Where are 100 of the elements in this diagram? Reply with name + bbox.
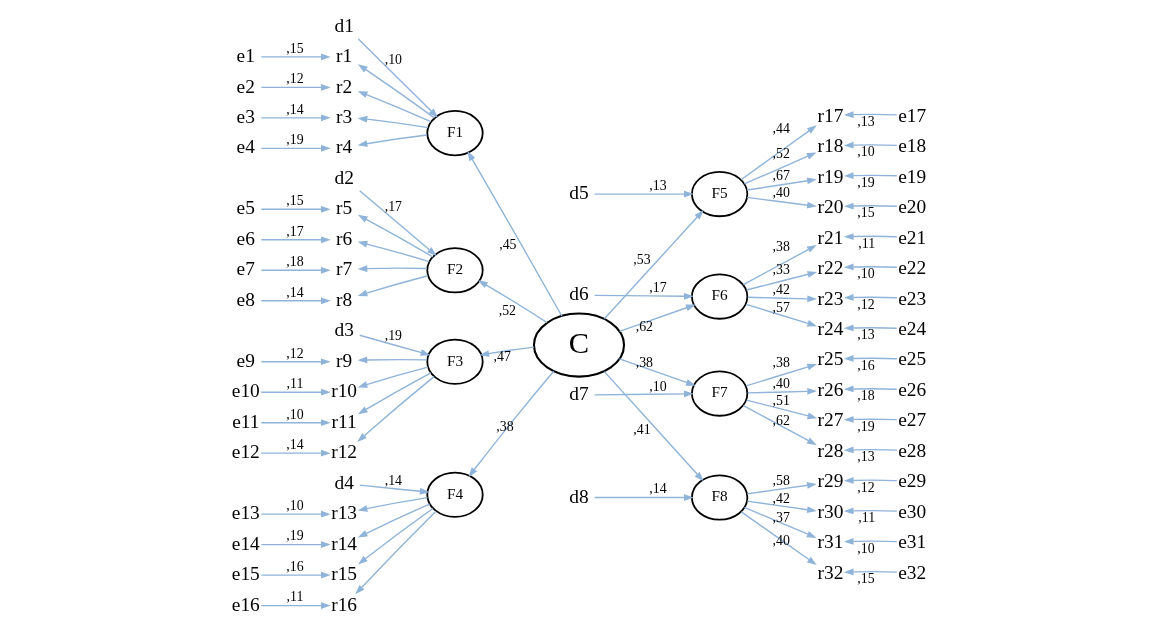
edge-label: ,52 bbox=[772, 146, 790, 162]
node-text: r22 bbox=[817, 257, 844, 279]
edge-label: ,37 bbox=[772, 510, 790, 526]
node-text: r7 bbox=[336, 258, 353, 280]
node-text: r30 bbox=[817, 500, 844, 522]
edge-label: ,10 bbox=[286, 406, 304, 422]
edge-label: ,11 bbox=[858, 510, 876, 526]
arrow bbox=[357, 356, 428, 364]
arrow bbox=[260, 144, 331, 152]
edge-label: ,17 bbox=[384, 198, 402, 214]
arrow bbox=[843, 446, 898, 454]
arrow bbox=[843, 233, 898, 240]
arrow bbox=[479, 346, 535, 357]
arrow bbox=[740, 511, 817, 565]
node-text: e20 bbox=[898, 196, 927, 218]
edge-label: ,12 bbox=[857, 479, 875, 495]
arrow bbox=[477, 280, 548, 324]
edge-label: ,44 bbox=[772, 121, 790, 137]
node-text: d1 bbox=[334, 14, 354, 36]
arrow bbox=[468, 370, 555, 478]
arrow bbox=[357, 115, 429, 129]
node-text: e14 bbox=[231, 532, 260, 554]
node-text: e23 bbox=[898, 287, 927, 309]
node-text: e2 bbox=[236, 75, 255, 97]
node-text: e22 bbox=[898, 257, 927, 279]
arrow bbox=[745, 399, 818, 420]
edge-label: ,18 bbox=[857, 388, 875, 404]
arrow bbox=[593, 292, 694, 300]
arrow bbox=[843, 355, 898, 362]
edge-label: ,40 bbox=[772, 376, 790, 392]
node-text: d2 bbox=[334, 166, 354, 188]
arrow bbox=[843, 172, 898, 179]
edge-label: ,42 bbox=[772, 281, 790, 297]
node-text: r27 bbox=[817, 409, 844, 431]
edge-label: ,14 bbox=[649, 481, 667, 497]
edge-label: ,13 bbox=[649, 177, 667, 193]
node-text: e4 bbox=[236, 136, 255, 158]
node-text: r11 bbox=[331, 410, 357, 432]
edge-label: ,10 bbox=[384, 51, 402, 67]
edge-label: ,11 bbox=[286, 589, 304, 605]
node-text: r1 bbox=[336, 45, 353, 67]
arrow bbox=[618, 358, 696, 386]
arrow bbox=[746, 177, 817, 191]
node-text: r24 bbox=[817, 317, 844, 339]
arrow bbox=[603, 370, 704, 482]
edge-label: ,12 bbox=[857, 296, 875, 312]
arrow bbox=[357, 496, 429, 512]
edge-label: ,51 bbox=[772, 392, 790, 408]
edge-label: ,45 bbox=[499, 236, 517, 252]
arrow bbox=[357, 91, 432, 123]
edge-label: ,16 bbox=[286, 558, 304, 574]
arrow bbox=[260, 83, 331, 91]
node-text: r26 bbox=[817, 378, 844, 400]
arrow bbox=[618, 304, 696, 332]
arrow bbox=[260, 358, 331, 366]
node-text: e12 bbox=[231, 441, 260, 463]
node-text: e29 bbox=[898, 470, 927, 492]
node-text: e1 bbox=[236, 45, 255, 67]
edge-label: ,38 bbox=[635, 354, 654, 370]
node-text: r3 bbox=[336, 106, 353, 127]
edge-label: ,19 bbox=[384, 327, 402, 343]
node-text: e6 bbox=[236, 227, 255, 249]
node-text: e30 bbox=[898, 500, 927, 522]
arrow bbox=[747, 387, 817, 395]
edge-label: ,11 bbox=[286, 376, 304, 392]
node-text: e15 bbox=[231, 563, 260, 585]
edge-label: ,19 bbox=[857, 174, 875, 190]
node-text: d3 bbox=[334, 319, 354, 341]
arrow bbox=[357, 214, 434, 258]
edge-label: ,13 bbox=[857, 113, 875, 129]
node-text: r8 bbox=[336, 288, 353, 310]
node-text: e13 bbox=[231, 502, 260, 524]
edge-label: ,57 bbox=[772, 299, 790, 315]
edge-label: ,62 bbox=[772, 413, 790, 429]
edge-label: ,67 bbox=[772, 168, 790, 184]
arrow bbox=[358, 484, 430, 495]
arrow bbox=[357, 275, 429, 297]
node-text: r13 bbox=[331, 502, 358, 524]
arrow bbox=[260, 541, 331, 549]
node-text: e28 bbox=[898, 439, 927, 461]
edge-label: ,10 bbox=[857, 266, 875, 282]
arrow bbox=[742, 245, 817, 286]
edge-label: ,13 bbox=[857, 449, 875, 465]
node-ellipse: F4 bbox=[426, 471, 484, 518]
arrow bbox=[260, 236, 331, 244]
node-text: r21 bbox=[817, 226, 844, 248]
node-text: e7 bbox=[236, 258, 255, 280]
node-ellipse: F8 bbox=[691, 474, 749, 521]
node-text: e32 bbox=[898, 561, 927, 583]
arrow bbox=[358, 190, 437, 256]
arrow bbox=[743, 506, 817, 538]
edge-label: ,38 bbox=[772, 355, 790, 371]
node-text: r31 bbox=[817, 531, 844, 553]
arrow bbox=[746, 500, 817, 514]
edge-label: ,40 bbox=[772, 532, 790, 548]
arrow bbox=[260, 266, 331, 274]
edge-label: ,11 bbox=[858, 235, 876, 251]
edge-label: ,15 bbox=[857, 205, 875, 221]
arrow bbox=[747, 295, 817, 303]
edge-label: ,19 bbox=[286, 528, 304, 544]
